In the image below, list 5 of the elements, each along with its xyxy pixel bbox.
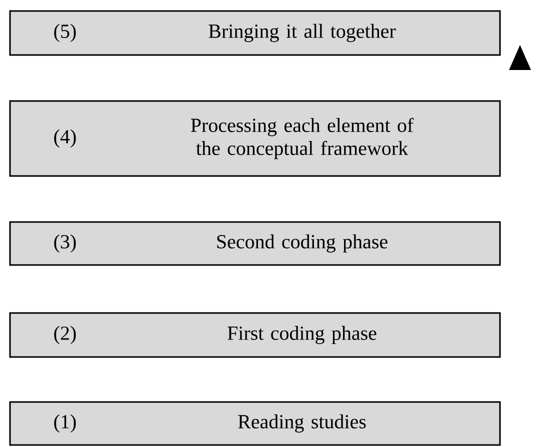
process-box: (5) Bringing it all together: [9, 10, 501, 56]
process-box: (1) Reading studies: [9, 401, 501, 446]
process-box: (2) First coding phase: [9, 312, 501, 358]
process-box: (3) Second coding phase: [9, 221, 501, 266]
process-box: (4) Processing each element of the conceptual framework: [9, 100, 501, 177]
